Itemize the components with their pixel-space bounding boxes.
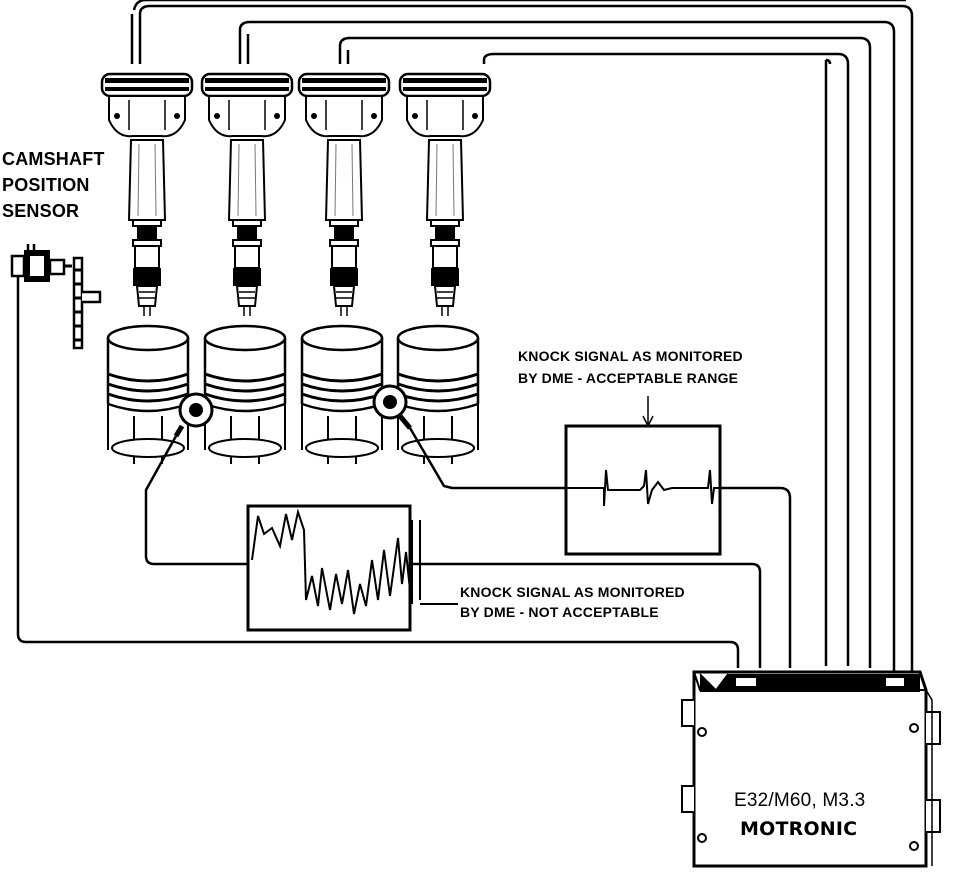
control-unit-name-label: MOTRONIC [740,818,858,840]
spark-plug-icon [100,72,194,318]
knock-signal-acceptable-scope [564,396,722,556]
knock-not-acceptable-label-line1: KNOCK SIGNAL AS MONITORED [460,584,685,600]
spark-plug-icon [200,72,294,318]
camshaft-label-line3: SENSOR [2,201,80,221]
camshaft-sensor-icon [10,244,740,668]
spark-plug-icon [297,72,391,318]
knock-sensor-icon [372,384,412,430]
spark-plug-icon [398,72,492,318]
piston-icon [396,324,480,466]
control-unit-model-label: E32/M60, M3.3 [734,790,866,811]
ignition-harness [130,0,914,674]
knock-sensor-icon [173,392,214,438]
camshaft-label-line1: CAMSHAFT [2,149,105,169]
control-unit-icon [681,670,941,868]
knock-acceptable-label-line2: BY DME - ACCEPTABLE RANGE [518,370,739,386]
piston-icon [106,324,190,466]
knock-not-acceptable-label-line2: BY DME - NOT ACCEPTABLE [460,604,659,620]
knock-sensor-wiring [144,427,792,668]
camshaft-label-line2: POSITION [2,175,90,195]
knock-acceptable-label-line1: KNOCK SIGNAL AS MONITORED [518,348,743,364]
piston-icon [300,324,384,466]
knock-signal-not-acceptable-scope [246,504,458,632]
piston-icon [203,324,287,466]
